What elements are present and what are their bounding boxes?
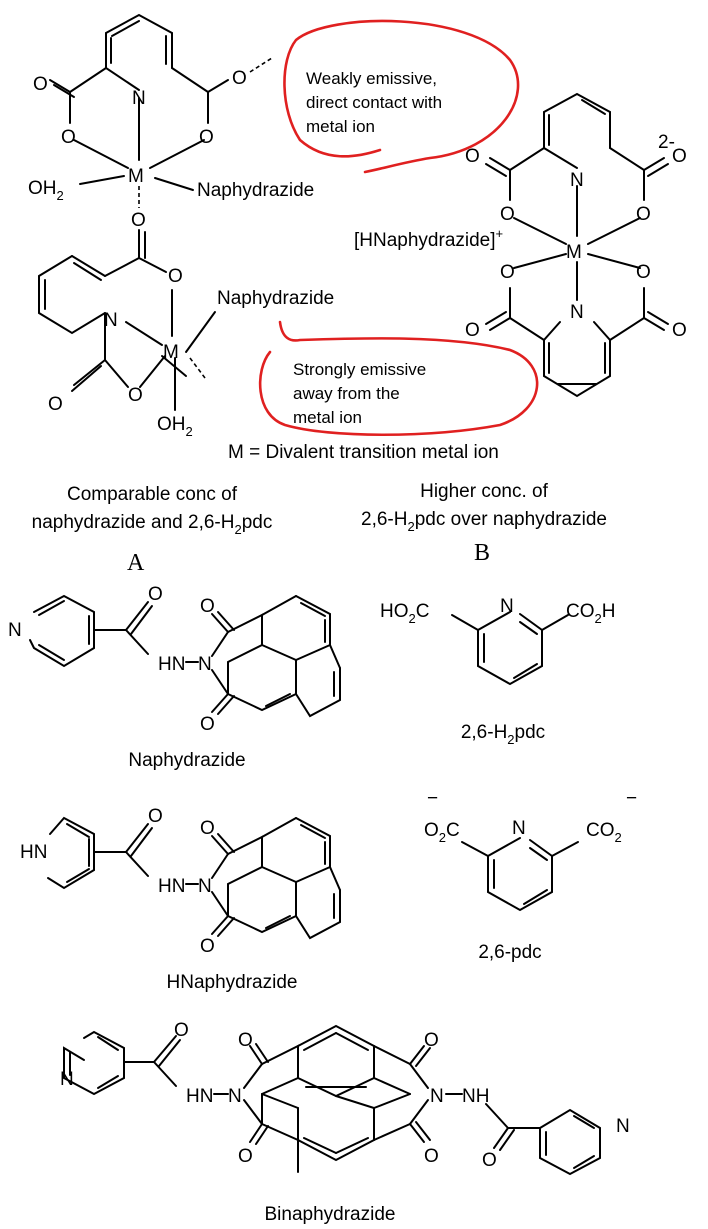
atom-label: N <box>570 170 584 191</box>
atom-label: O <box>465 320 480 341</box>
metal-definition: M = Divalent transition metal ion <box>228 442 499 463</box>
charge-label: − <box>626 788 637 809</box>
h2pdc-atoms: HO2C N CO2H 2,6-H2pdc <box>380 596 615 747</box>
atom-label: O <box>636 204 651 225</box>
atom-label: O <box>238 1030 253 1051</box>
atom-label: O <box>33 74 48 95</box>
metal-label: M <box>163 342 179 363</box>
atom-label: N <box>430 1086 444 1107</box>
atom-label: O <box>482 1150 497 1171</box>
metal-label: M <box>566 242 582 263</box>
complex-a-atoms: O O N O O M OH2 Naphydrazide O O Naphydr… <box>28 68 334 439</box>
carboxylate-label: CO2 <box>586 820 622 845</box>
caption-b-line1: Higher conc. of <box>420 481 549 502</box>
pdc-atoms: − O2C N − CO2 2,6-pdc <box>424 788 637 963</box>
atom-label: N <box>132 88 146 109</box>
caption-a-line1: Comparable conc of <box>67 484 238 505</box>
carboxyl-label: HO2C <box>380 601 429 626</box>
structure-caption: Naphydrazide <box>128 750 245 771</box>
complex-b-atoms: 2- O O N O O [HNaphydrazide]+ M O O N O … <box>354 132 687 341</box>
atom-label: HN <box>20 842 47 863</box>
aqua-ligand-label: OH2 <box>157 414 193 439</box>
annotation-circle <box>283 19 520 174</box>
atom-label: O <box>232 68 247 89</box>
atom-label: O <box>148 584 163 605</box>
atom-label: O <box>174 1020 189 1041</box>
atom-label: O <box>672 320 687 341</box>
hnaphydrazide-atoms: HN O O HN N O HNaphydrazide <box>20 806 297 993</box>
atom-label: O <box>500 204 515 225</box>
structure-caption: 2,6-H2pdc <box>461 722 545 747</box>
atom-label: N <box>616 1116 630 1137</box>
caption-a-line2: naphydrazide and 2,6-H2pdc <box>32 512 273 537</box>
annotation-text: away from the <box>293 384 400 403</box>
atom-label: N <box>228 1086 242 1107</box>
atom-label: O <box>199 127 214 148</box>
atom-label: HN <box>186 1086 213 1107</box>
atom-label: O <box>500 262 515 283</box>
atom-label: O <box>672 146 687 167</box>
carboxylate-label: O2C <box>424 820 460 845</box>
binaphydrazide-atoms: N O O HN N O O N NH O O N Binaphydrazide <box>60 1020 630 1225</box>
naphydrazide-atoms: N O O HN N O Naphydrazide <box>8 584 246 771</box>
atom-label: N <box>8 620 22 641</box>
annotation-text: metal ion <box>293 408 362 427</box>
structure-caption: Binaphydrazide <box>265 1204 396 1225</box>
complex-b-structure <box>485 92 669 398</box>
ligand-label: Naphydrazide <box>197 180 314 201</box>
atom-label: HN <box>158 654 185 675</box>
annotation-circle <box>258 320 539 437</box>
annotation-text: direct contact with <box>306 93 442 112</box>
atom-label: O <box>148 806 163 827</box>
atom-label: O <box>424 1146 439 1167</box>
atom-label: O <box>48 394 63 415</box>
atom-label: O <box>636 262 651 283</box>
atom-label: N <box>570 302 584 323</box>
weak-emission-annotation: Weakly emissive, direct contact with met… <box>283 19 520 174</box>
panel-label-a: A <box>127 550 145 576</box>
annotation-text: metal ion <box>306 117 375 136</box>
atom-label: O <box>168 266 183 287</box>
atom-label: N <box>60 1069 74 1090</box>
cation-label: [HNaphydrazide]+ <box>354 226 503 251</box>
atom-label: HN <box>158 876 185 897</box>
complex-charge: 2- <box>658 132 675 153</box>
atom-label: O <box>131 210 146 231</box>
atom-label: N <box>104 310 118 331</box>
metal-label: M <box>128 166 144 187</box>
naphydrazide-structure <box>29 594 341 718</box>
panel-label-b: B <box>474 540 490 566</box>
binaphydrazide-structure <box>63 1024 601 1176</box>
carboxyl-label: CO2H <box>566 601 615 626</box>
annotation-text: Weakly emissive, <box>306 69 437 88</box>
atom-label: O <box>200 936 215 957</box>
atom-label: O <box>200 714 215 735</box>
atom-label: O <box>238 1146 253 1167</box>
atom-label: NH <box>462 1086 489 1107</box>
atom-label: O <box>465 146 480 167</box>
hnaphydrazide-structure <box>47 816 341 940</box>
atom-label: O <box>200 596 215 617</box>
caption-b-line2: 2,6-H2pdc over naphydrazide <box>361 509 607 534</box>
atom-label: O <box>200 818 215 839</box>
atom-label: O <box>128 385 143 406</box>
complex-a-structure <box>38 13 273 411</box>
atom-label: O <box>61 127 76 148</box>
atom-label: N <box>198 654 212 675</box>
annotation-text: Strongly emissive <box>293 360 426 379</box>
atom-label: N <box>500 596 514 617</box>
strong-emission-annotation: Strongly emissive away from the metal io… <box>258 320 539 437</box>
structure-caption: 2,6-pdc <box>478 942 541 963</box>
atom-label: N <box>198 876 212 897</box>
ligand-label: Naphydrazide <box>217 288 334 309</box>
aqua-ligand-label: OH2 <box>28 178 64 203</box>
atom-label: N <box>512 818 526 839</box>
atom-label: O <box>424 1030 439 1051</box>
pdc-structure <box>461 837 579 912</box>
structure-caption: HNaphydrazide <box>167 972 298 993</box>
h2pdc-structure <box>451 611 569 686</box>
charge-label: − <box>427 788 438 809</box>
